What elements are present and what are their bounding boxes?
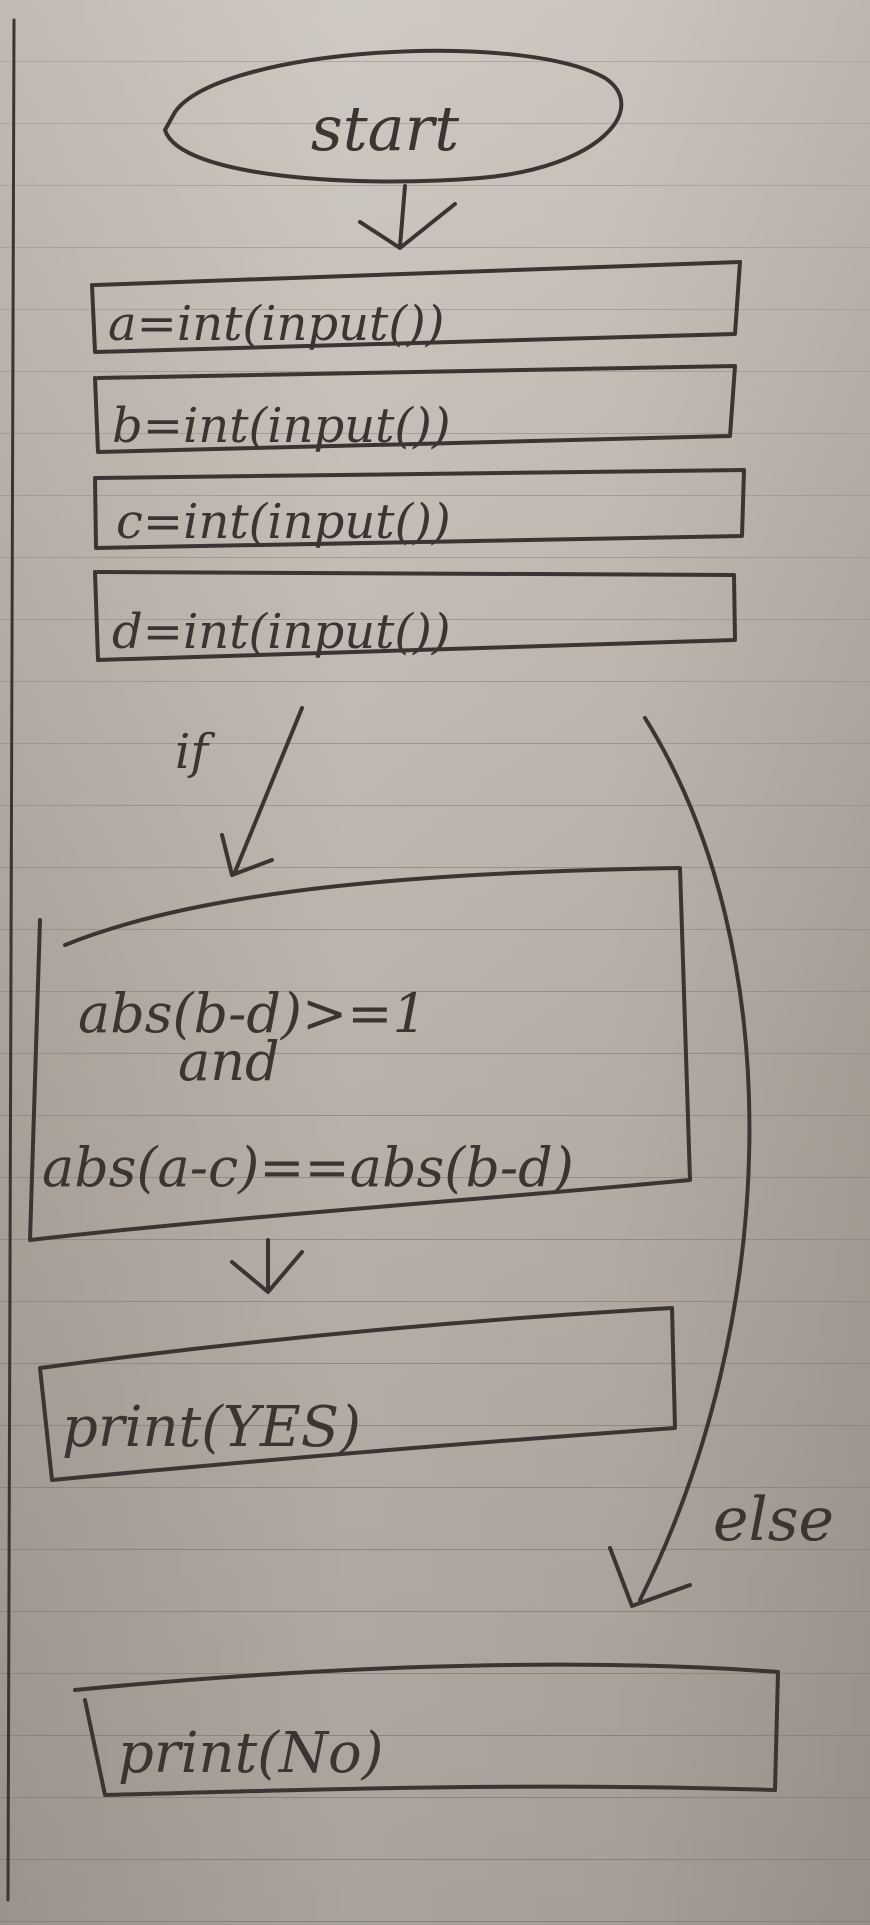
input-c-text: c=int(input()) [116, 494, 451, 550]
condition-box [28, 866, 692, 1242]
condition-block: abs(b-d)>=1 and abs(a-c)==abs(b-d) [28, 866, 692, 1242]
arrow-start-to-inputs [398, 184, 407, 248]
arrow-head-yes [230, 1250, 304, 1294]
start-node: start [163, 48, 624, 184]
arrow-to-condition [233, 706, 304, 874]
arrow-head-condition [220, 833, 274, 877]
if-label: if [175, 724, 215, 780]
start-label: start [311, 92, 459, 165]
yes-block: print(YES) [38, 1306, 677, 1482]
start-oval [163, 48, 624, 184]
input-block: a=int(input()) b=int(input()) c=int(inpu… [90, 260, 746, 662]
condition-line1: abs(b-d)>=1 [78, 982, 427, 1045]
input-b-text: b=int(input()) [112, 398, 451, 454]
yes-box [38, 1306, 677, 1482]
arrow-head-start [358, 202, 457, 250]
input-box-c [93, 468, 746, 550]
yes-output-text: print(YES) [62, 1395, 361, 1460]
else-arrow [638, 716, 752, 1602]
input-box-a [90, 260, 742, 354]
no-box [73, 1662, 780, 1797]
input-box-b [93, 364, 737, 454]
input-a-text: a=int(input()) [108, 296, 445, 352]
no-block: print(No) [73, 1662, 780, 1797]
condition-line2: and [178, 1030, 280, 1093]
input-box-d [93, 570, 737, 662]
margin-line [6, 18, 16, 1902]
input-d-text: d=int(input()) [112, 604, 451, 660]
else-arrow-head [608, 1546, 692, 1608]
else-label: else [713, 1485, 834, 1555]
no-output-text: print(No) [118, 1721, 384, 1786]
condition-line3: abs(a-c)==abs(b-d) [42, 1136, 574, 1199]
